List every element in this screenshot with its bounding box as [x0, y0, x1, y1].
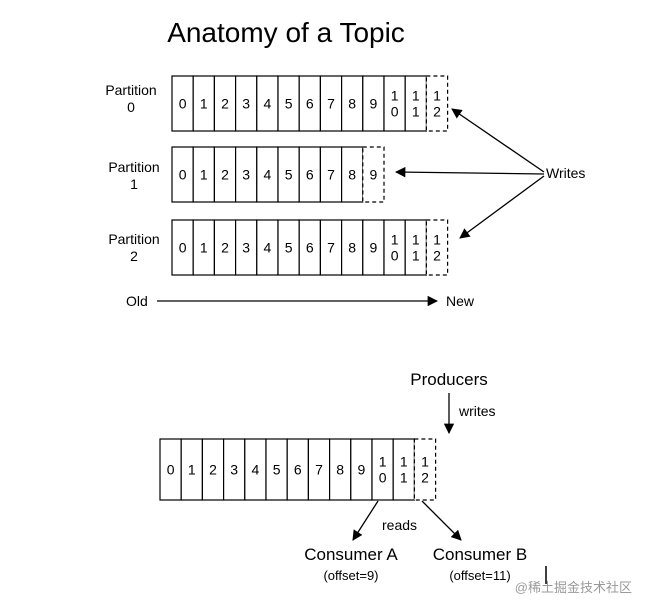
reads-label: reads: [382, 517, 417, 533]
partition-0-10-offset-label: 0: [391, 104, 399, 120]
writes-label: Writes: [546, 165, 585, 181]
writes-arrow-partition-2: [459, 175, 545, 239]
diagram-title: Anatomy of a Topic: [167, 17, 405, 48]
partition-2-11-offset-label: 1: [412, 248, 420, 264]
partition-0-next-cell-box: [425, 75, 449, 132]
partition-2-6-offset-label: 6: [306, 240, 314, 256]
partition-0-4-offset-label: 4: [264, 96, 272, 112]
partition-1-6-offset-label: 6: [306, 167, 314, 183]
partition-0-8-offset-label: 8: [348, 96, 356, 112]
partition-1-next-offset-label: 9: [370, 167, 378, 183]
partition-2-1-offset-label: 1: [200, 240, 208, 256]
producer-writes-label: writes: [458, 403, 496, 419]
log-next-offset-label: 2: [421, 470, 429, 486]
partition-0-label-line1: Partition: [105, 82, 156, 98]
partition-2-7-offset-label: 7: [327, 240, 335, 256]
log-4-offset-label: 4: [252, 462, 260, 478]
partition-2-10-offset-label: 0: [391, 248, 399, 264]
partition-2-8-offset-label: 8: [348, 240, 356, 256]
watermark: @稀土掘金技术社区: [515, 580, 632, 595]
partition-2-2-offset-label: 2: [221, 240, 229, 256]
partition-0-2-offset-label: 2: [221, 96, 229, 112]
partition-0-9-offset-label: 9: [370, 96, 378, 112]
partition-2-next-cell-box: [425, 219, 449, 276]
partition-2-label-line2: 2: [130, 248, 138, 264]
log-1-offset-label: 1: [188, 462, 196, 478]
log-next-offset-label: 1: [421, 454, 429, 470]
log-3-offset-label: 3: [230, 462, 238, 478]
partition-0-0-offset-label: 0: [179, 96, 187, 112]
partition-1-3-offset-label: 3: [242, 167, 250, 183]
log-8-offset-label: 8: [336, 462, 344, 478]
partition-1-next-cell-box: [362, 146, 385, 203]
partition-0-1-offset-label: 1: [200, 96, 208, 112]
log-10-offset-label: 0: [379, 470, 387, 486]
old-label: Old: [126, 293, 148, 309]
partition-0-next-offset-label: 2: [433, 104, 441, 120]
consumer-b-offset: (offset=11): [449, 568, 510, 583]
partition-2-3-offset-label: 3: [242, 240, 250, 256]
partition-1-1-offset-label: 1: [200, 167, 208, 183]
new-label: New: [446, 293, 475, 309]
partition-2-11-offset-label: 1: [412, 232, 420, 248]
partition-2-next-offset-label: 1: [433, 232, 441, 248]
log-2-offset-label: 2: [209, 462, 217, 478]
producers-label: Producers: [410, 370, 487, 389]
log-6-offset-label: 6: [294, 462, 302, 478]
partition-1-label-line1: Partition: [108, 159, 159, 175]
partition-0-next-offset-label: 1: [433, 88, 441, 104]
partition-2-9-offset-label: 9: [370, 240, 378, 256]
log-9-offset-label: 9: [358, 462, 366, 478]
consumer-a-read-arrow: [352, 500, 379, 541]
log-11-offset-label: 1: [400, 470, 408, 486]
partition-1-label-line2: 1: [130, 176, 138, 192]
log-next-cell-box: [413, 438, 437, 501]
partition-0-10-offset-label: 1: [391, 88, 399, 104]
consumer-a-offset: (offset=9): [323, 568, 378, 583]
log-7-offset-label: 7: [315, 462, 323, 478]
partition-1-0-offset-label: 0: [179, 167, 187, 183]
partition-0-11-offset-label: 1: [412, 104, 420, 120]
partition-2-5-offset-label: 5: [285, 240, 293, 256]
partition-1-8-offset-label: 8: [348, 167, 356, 183]
consumer-a-name: Consumer A: [304, 545, 398, 564]
log-5-offset-label: 5: [273, 462, 281, 478]
log-0-offset-label: 0: [167, 462, 175, 478]
partition-0-5-offset-label: 5: [285, 96, 293, 112]
consumer-b-name: Consumer B: [433, 545, 527, 564]
partition-0-3-offset-label: 3: [242, 96, 250, 112]
partition-1-5-offset-label: 5: [285, 167, 293, 183]
partition-0-7-offset-label: 7: [327, 96, 335, 112]
partition-0-label-line2: 0: [127, 99, 135, 115]
partition-2-next-offset-label: 2: [433, 248, 441, 264]
partition-1-7-offset-label: 7: [327, 167, 335, 183]
writes-arrow-partition-0: [451, 108, 545, 173]
partition-0-11-offset-label: 1: [412, 88, 420, 104]
partition-2-label-line1: Partition: [108, 231, 159, 247]
partition-1-2-offset-label: 2: [221, 167, 229, 183]
partition-1-4-offset-label: 4: [264, 167, 272, 183]
log-11-offset-label: 1: [400, 454, 408, 470]
writes-arrow-partition-1: [394, 166, 545, 178]
partition-2-0-offset-label: 0: [179, 240, 187, 256]
partition-0-6-offset-label: 6: [306, 96, 314, 112]
log-10-offset-label: 1: [379, 454, 387, 470]
partition-2-10-offset-label: 1: [391, 232, 399, 248]
partition-2-4-offset-label: 4: [264, 240, 272, 256]
consumer-b-read-arrow: [421, 500, 462, 541]
